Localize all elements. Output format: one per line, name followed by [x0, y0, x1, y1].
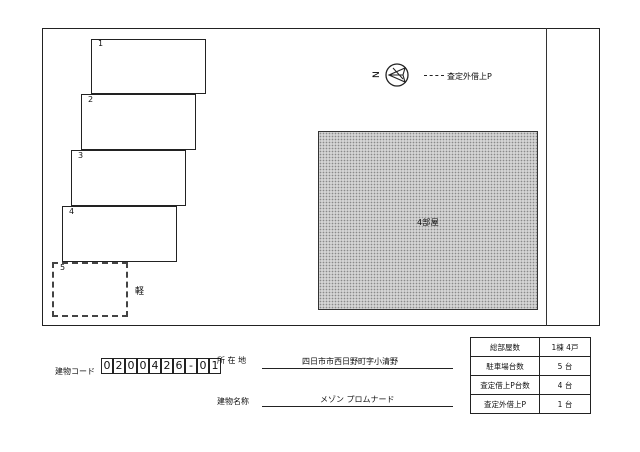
table-row: 査定借上P台数 4 台 — [470, 375, 591, 395]
parking-space-number: 2 — [88, 95, 94, 104]
code-digit: 0 — [197, 358, 209, 374]
site-map-frame — [42, 28, 600, 326]
compass-letter: N — [372, 71, 382, 78]
code-digit: 2 — [113, 358, 125, 374]
address-label: 所 在 地 — [217, 356, 247, 365]
code-digit: 0 — [125, 358, 137, 374]
building-footprint: 4部屋 — [318, 131, 538, 310]
code-digit: - — [185, 358, 197, 374]
summary-label: 総部屋数 — [470, 337, 540, 357]
building-name-underline — [262, 406, 453, 407]
parking-space-number: 4 — [69, 207, 75, 216]
light-car-label: 軽 — [135, 287, 145, 297]
parking-space-number: 1 — [98, 39, 104, 48]
building-label: 4部屋 — [417, 218, 439, 227]
summary-label: 査定外借上P — [470, 394, 540, 414]
parking-space-number: 3 — [78, 151, 84, 160]
address-value: 四日市市西日野町字小清野 — [302, 357, 398, 366]
building-name-value: メゾン プロムナード — [320, 395, 395, 404]
legend-text: 査定外借上P — [447, 72, 492, 81]
parking-space-5-light-car — [52, 262, 128, 317]
summary-value: 5 台 — [539, 356, 591, 376]
table-row: 総部屋数 1棟 4戸 — [470, 337, 591, 357]
summary-value: 1棟 4戸 — [539, 337, 591, 357]
parking-space-3 — [71, 150, 186, 206]
address-underline — [262, 368, 453, 369]
parking-space-1 — [91, 39, 206, 94]
code-digit: 4 — [149, 358, 161, 374]
compass-icon: N — [372, 63, 409, 87]
parking-space-number: 5 — [60, 263, 66, 272]
table-row: 駐車場台数 5 台 — [470, 356, 591, 376]
summary-table: 総部屋数 1棟 4戸 駐車場台数 5 台 査定借上P台数 4 台 査定外借上P … — [470, 337, 591, 414]
code-digit: 1 — [209, 358, 221, 374]
table-row: 査定外借上P 1 台 — [470, 394, 591, 414]
road-boundary-line — [546, 28, 547, 326]
summary-label: 査定借上P台数 — [470, 375, 540, 395]
building-name-label: 建物名称 — [217, 397, 249, 406]
code-digit: 0 — [137, 358, 149, 374]
parking-space-2 — [81, 94, 196, 150]
summary-value: 4 台 — [539, 375, 591, 395]
building-code-boxes: 0 2 0 0 4 2 6 - 0 1 — [101, 358, 221, 374]
code-digit: 0 — [101, 358, 113, 374]
code-digit: 6 — [173, 358, 185, 374]
parking-space-4 — [62, 206, 177, 262]
legend-dashed-line — [424, 75, 444, 76]
summary-value: 1 台 — [539, 394, 591, 414]
summary-label: 駐車場台数 — [470, 356, 540, 376]
code-digit: 2 — [161, 358, 173, 374]
building-code-label: 建物コード — [55, 367, 95, 376]
